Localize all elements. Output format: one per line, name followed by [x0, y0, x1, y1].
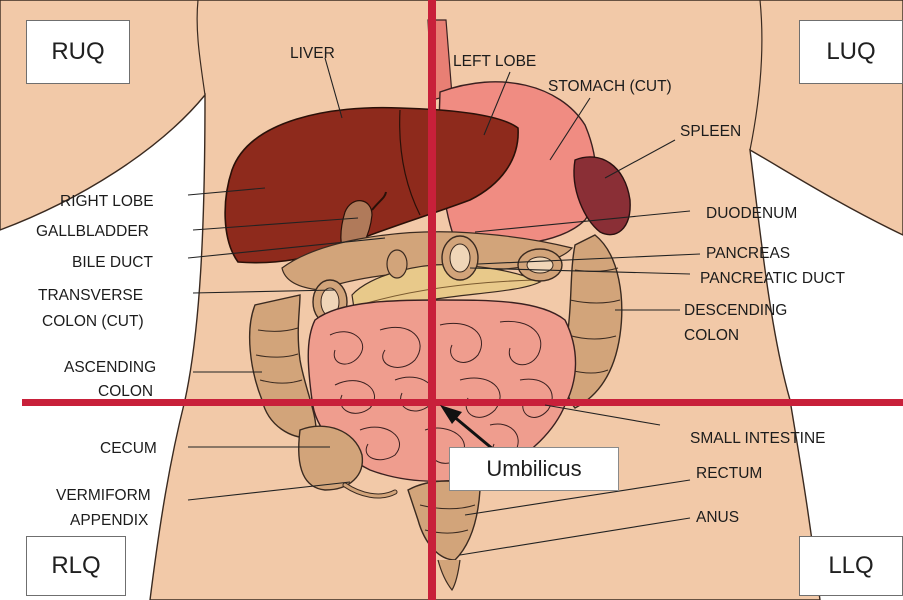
- label-pancreatic-duct: PANCREATIC DUCT: [700, 270, 845, 287]
- label-duodenum: DUODENUM: [706, 205, 797, 222]
- label-gallbladder: GALLBLADDER: [36, 223, 149, 240]
- label-ascending-colon-2: COLON: [98, 383, 153, 400]
- label-descending-colon-1: DESCENDING: [684, 302, 787, 319]
- quadrant-llq-box: LLQ: [799, 536, 903, 596]
- label-bile-duct: BILE DUCT: [72, 254, 153, 271]
- label-transverse-colon-1: TRANSVERSE: [38, 287, 143, 304]
- quadrant-rlq-box: RLQ: [26, 536, 126, 596]
- quadrant-luq-box: LUQ: [799, 20, 903, 84]
- label-liver: LIVER: [290, 45, 335, 62]
- label-left-lobe: LEFT LOBE: [453, 53, 536, 70]
- label-right-lobe: RIGHT LOBE: [60, 193, 154, 210]
- umbilicus-label-box: Umbilicus: [449, 447, 619, 491]
- label-ascending-colon-1: ASCENDING: [64, 359, 156, 376]
- label-stomach: STOMACH (CUT): [548, 78, 672, 95]
- bile-duct-cut-ring: [387, 250, 407, 278]
- label-spleen: SPLEEN: [680, 123, 741, 140]
- label-vermiform-appendix-1: VERMIFORM: [56, 487, 151, 504]
- label-cecum: CECUM: [100, 440, 157, 457]
- label-descending-colon-2: COLON: [684, 327, 739, 344]
- horizontal-midline: [22, 399, 903, 406]
- vertical-midline: [428, 0, 436, 600]
- label-anus: ANUS: [696, 509, 739, 526]
- label-rectum: RECTUM: [696, 465, 762, 482]
- label-transverse-colon-2: COLON (CUT): [42, 313, 144, 330]
- label-pancreas: PANCREAS: [706, 245, 790, 262]
- label-vermiform-appendix-2: APPENDIX: [70, 512, 149, 529]
- label-small-intestine: SMALL INTESTINE: [690, 430, 826, 447]
- quadrant-ruq-box: RUQ: [26, 20, 130, 84]
